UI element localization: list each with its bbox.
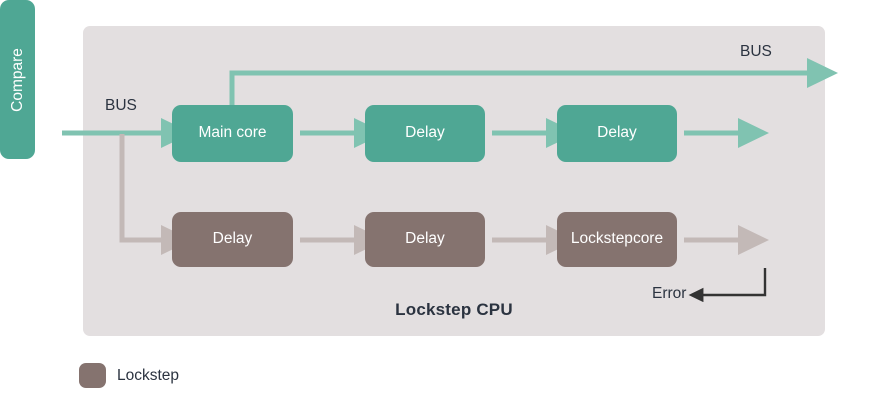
legend: Lockstep <box>79 363 179 388</box>
label-bus-out: BUS <box>740 43 772 60</box>
lockstep-cpu-panel <box>83 26 825 336</box>
block-compare[interactable]: Compare <box>0 0 35 159</box>
legend-swatch-lockstep <box>79 363 106 388</box>
label-bus-in: BUS <box>105 97 137 114</box>
panel-title: Lockstep CPU <box>395 300 513 319</box>
block-lockstep-delay-1[interactable]: Delay <box>172 212 293 267</box>
block-lockstep-delay-2[interactable]: Delay <box>365 212 485 267</box>
block-main-delay-1[interactable]: Delay <box>365 105 485 162</box>
block-lockstep-core[interactable]: Lockstep core <box>557 212 677 267</box>
block-main-delay-2[interactable]: Delay <box>557 105 677 162</box>
block-lockstep-core-line-1: Lockstep <box>570 230 633 248</box>
block-lockstep-core-line-2: core <box>632 230 664 248</box>
label-error: Error <box>652 285 687 302</box>
block-main-core[interactable]: Main core <box>172 105 293 162</box>
legend-label-lockstep: Lockstep <box>117 366 180 384</box>
block-compare-label: Compare <box>8 47 26 112</box>
